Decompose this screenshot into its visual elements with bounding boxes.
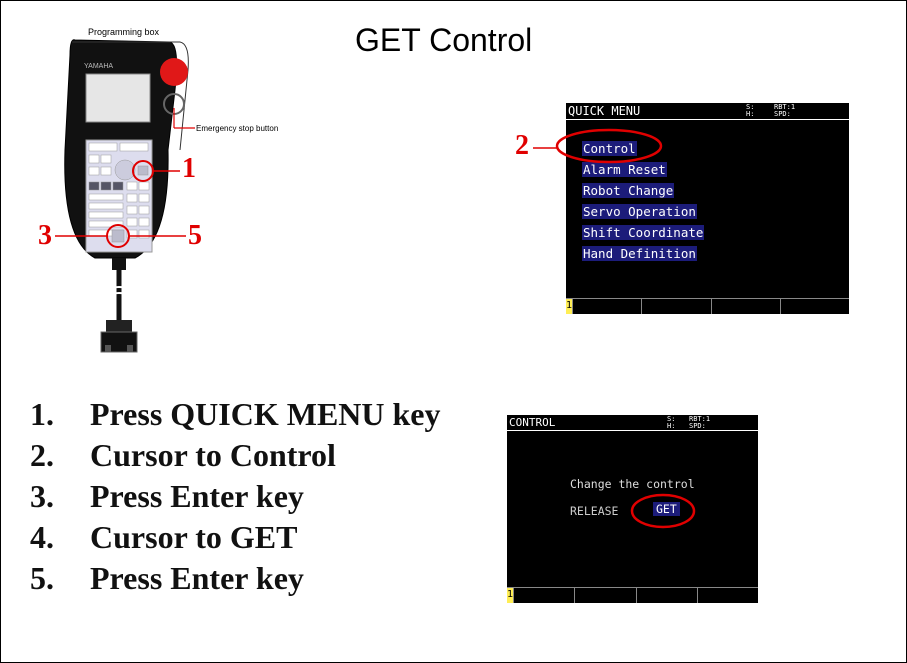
pendant-screen [85, 73, 151, 123]
function-key-slot[interactable] [779, 299, 849, 314]
status-h: H: [746, 110, 755, 118]
enter-key[interactable] [111, 229, 125, 243]
function-key-indicator: 1 [507, 588, 513, 603]
menu-item-robot-change[interactable]: Robot Change [582, 183, 675, 198]
function-key-slot[interactable] [635, 588, 697, 603]
step-item: 5.Press Enter key [30, 560, 304, 596]
quick-menu-screen: QUICK MENU S: H: RBT:1 SPD: Control Alar… [566, 103, 849, 314]
status-rbt: RBT:1 [689, 415, 711, 423]
status-spd: SPD: [689, 422, 706, 430]
function-key-slot[interactable] [574, 588, 635, 603]
release-option[interactable]: RELEASE [570, 504, 619, 518]
step-item: 3.Press Enter key [30, 478, 304, 514]
status-s: S: [667, 415, 676, 423]
status-s: S: [746, 103, 755, 111]
menu-item-hand-definition[interactable]: Hand Definition [582, 246, 697, 261]
function-key-slot[interactable] [513, 588, 574, 603]
screen-title: QUICK MENU [568, 104, 641, 118]
status-rbt: RBT:1 [774, 103, 796, 111]
change-control-message: Change the control [570, 477, 695, 491]
emergency-stop-button[interactable] [160, 58, 188, 86]
callout-5: 5 [188, 220, 202, 251]
get-option[interactable]: GET [653, 502, 680, 516]
function-key-bar: 1 [566, 298, 849, 314]
screen-header: CONTROL S: H: RBT:1 SPD: [507, 415, 758, 431]
function-key-slot[interactable] [641, 299, 710, 314]
function-key-slot[interactable] [696, 588, 758, 603]
status-spd: SPD: [774, 110, 791, 118]
emergency-stop-label: Emergency stop button [196, 124, 279, 133]
quick-menu-key[interactable] [137, 165, 149, 176]
function-key-slot[interactable] [710, 299, 780, 314]
function-key-slot[interactable] [572, 299, 641, 314]
menu-item-shift-coordinate[interactable]: Shift Coordinate [582, 225, 705, 240]
control-screen: CONTROL S: H: RBT:1 SPD: Change the cont… [507, 415, 758, 603]
function-key-indicator: 1 [566, 299, 572, 314]
function-key-bar: 1 [507, 587, 758, 603]
step-item: 2.Cursor to Control [30, 437, 336, 473]
screen-header: QUICK MENU S: H: RBT:1 SPD: [566, 103, 849, 120]
step-item: 1.Press QUICK MENU key [30, 396, 441, 432]
callout-1: 1 [182, 153, 196, 184]
brand-logo: YAMAHA [84, 63, 113, 70]
steps-list: 1.Press QUICK MENU key 2.Cursor to Contr… [30, 396, 441, 601]
step-item: 4.Cursor to GET [30, 519, 298, 555]
screen-title: CONTROL [509, 416, 556, 429]
menu-item-servo-operation[interactable]: Servo Operation [582, 204, 697, 219]
menu-item-control[interactable]: Control [582, 141, 637, 156]
callout-3: 3 [38, 220, 52, 251]
slide-title: GET Control [355, 22, 533, 58]
callout-2: 2 [515, 130, 529, 161]
status-h: H: [667, 422, 676, 430]
programming-box-label: Programming box [88, 27, 160, 37]
menu-item-alarm-reset[interactable]: Alarm Reset [582, 162, 667, 177]
